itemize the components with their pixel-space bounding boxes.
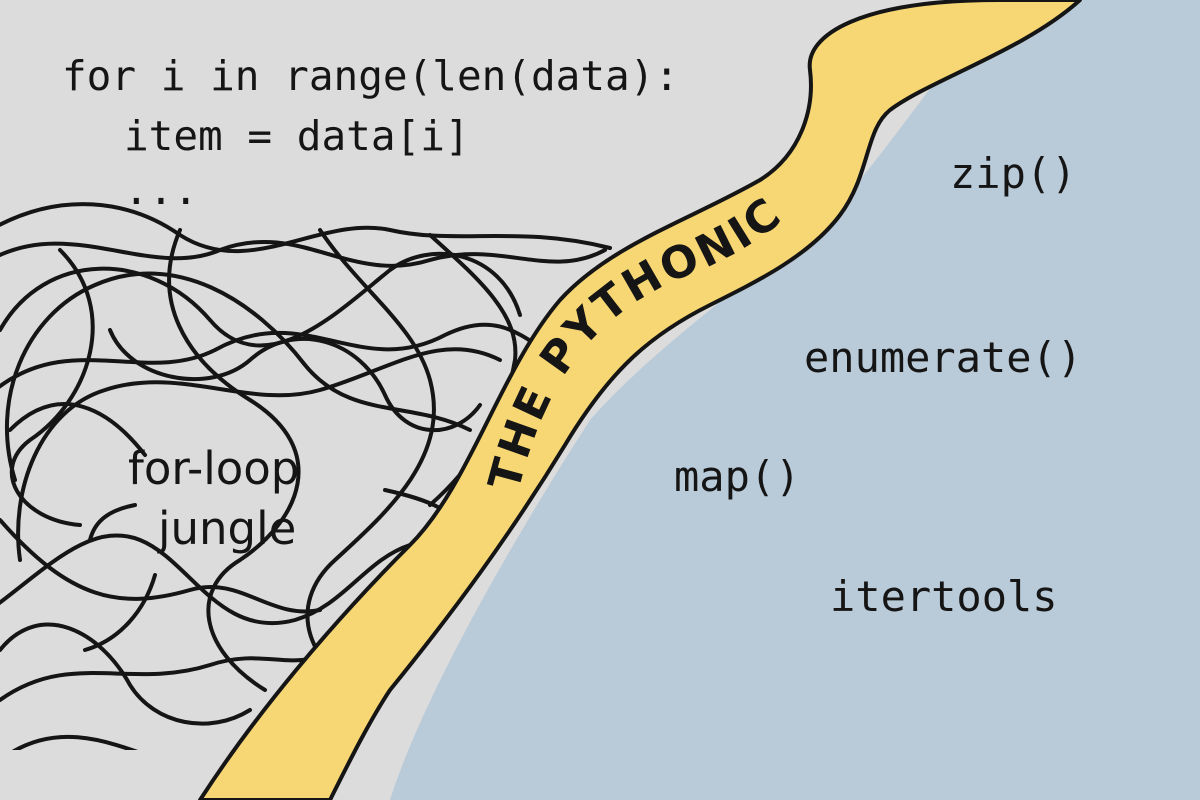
tangle-curve-18 [88,503,137,542]
tangle-curve-20 [11,734,139,750]
tangle-curve-2 [0,239,607,268]
tool-zip-label: zip() [950,149,1077,198]
tangle-curve-15 [108,328,482,432]
code-line-item-assignment: item = data[i] [124,112,470,160]
tangle-curve-6 [16,347,502,562]
tool-map-label: map() [674,452,801,501]
tangle-curve-7 [0,533,412,626]
tangle-curve-19 [83,573,157,652]
code-line-ellipsis: ... [124,166,199,214]
tangle-curve-11 [305,228,436,702]
right-background-region [390,0,1200,800]
tool-itertools-label: itertools [830,572,1058,621]
code-line-for-loop: for i in range(len(data): [62,52,680,100]
tangle-curve-16 [8,402,147,457]
for-loop-jungle-label-line-1: for-loop [128,442,300,495]
tool-enumerate-label: enumerate() [804,333,1083,382]
tangle-curve-10 [167,228,301,692]
tangle-curve-1 [0,202,612,254]
tangle-curve-4 [5,271,472,482]
tangled-loop-jungle [0,202,612,750]
tangle-curve-13 [0,518,322,614]
tangle-curve-5 [0,322,562,389]
for-loop-jungle-label-line-2: jungle [158,502,297,555]
tangle-curve-14 [0,622,252,726]
tangle-curve-9 [9,248,95,527]
pythonic-path [198,0,1082,800]
